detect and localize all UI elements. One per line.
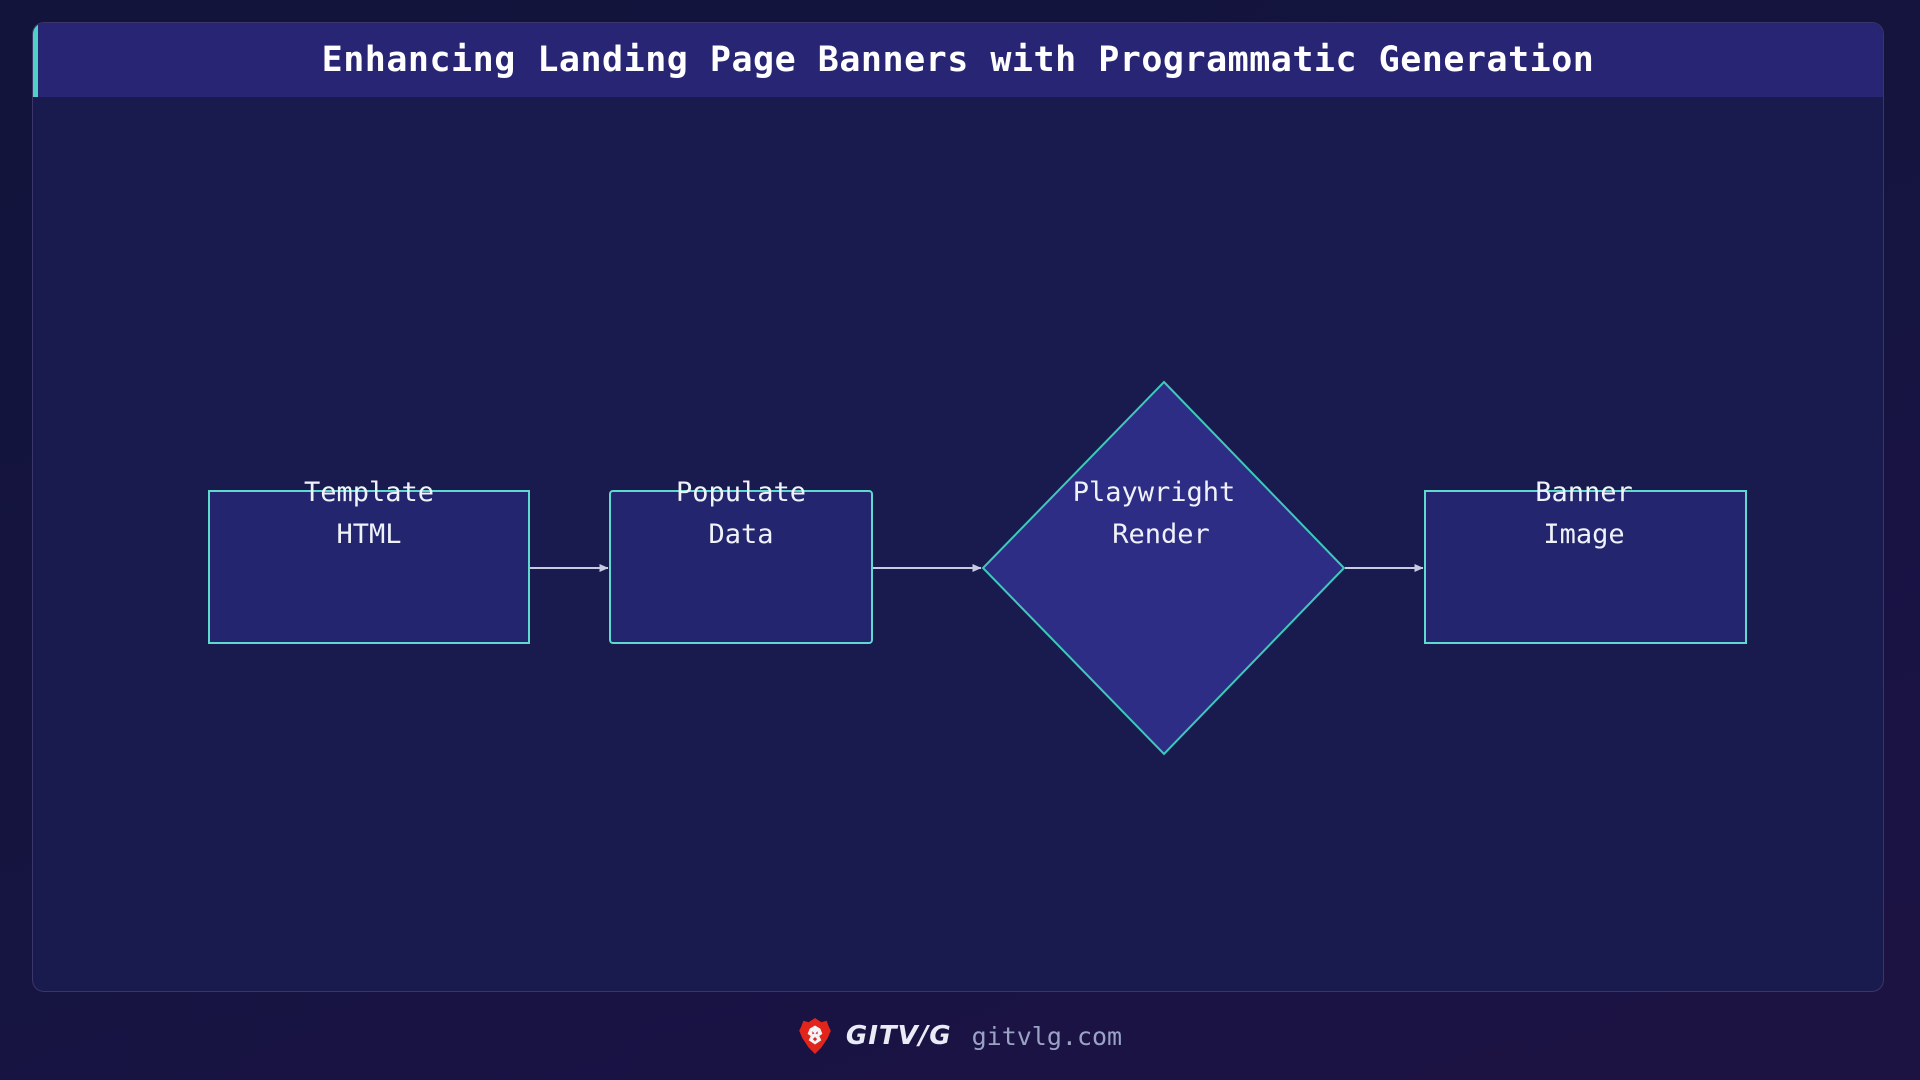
brand-name: GITV/G <box>845 1021 952 1051</box>
node-label-line1: Playwright <box>1073 477 1236 508</box>
page-title: Enhancing Landing Page Banners with Prog… <box>321 40 1595 80</box>
flow-node-banner-image[interactable]: Banner Image <box>1424 477 1747 644</box>
node-shape-rectangle <box>1424 490 1747 644</box>
node-shape-rectangle <box>208 490 530 644</box>
flow-node-playwright-render[interactable]: Playwright Render <box>981 380 1346 756</box>
brave-lion-icon <box>799 1018 831 1054</box>
diagram-area: Template HTML Populate Data Playwright R… <box>33 97 1883 991</box>
header-accent-bar <box>33 23 38 97</box>
footer-branding: GITV/G gitvlg.com <box>0 1006 1920 1066</box>
node-label-line2: Image <box>1543 519 1624 550</box>
node-label-line2: Data <box>708 519 773 550</box>
node-shape-rectangle <box>609 490 873 644</box>
node-label-line2: HTML <box>336 519 401 550</box>
node-label-line1: Banner <box>1535 477 1633 508</box>
banner-card: Enhancing Landing Page Banners with Prog… <box>32 22 1884 992</box>
flow-node-template-html[interactable]: Template HTML <box>208 477 530 644</box>
flowchart-diagram: Template HTML Populate Data Playwright R… <box>208 380 1747 756</box>
flow-node-populate-data[interactable]: Populate Data <box>609 477 873 644</box>
node-shape-diamond <box>981 380 1346 756</box>
banner-header: Enhancing Landing Page Banners with Prog… <box>33 23 1883 97</box>
brand-url: gitvlg.com <box>971 1021 1123 1051</box>
node-label-line1: Template <box>304 477 434 508</box>
node-label-line2: Render <box>1112 519 1210 550</box>
node-label-line1: Populate <box>676 477 806 508</box>
